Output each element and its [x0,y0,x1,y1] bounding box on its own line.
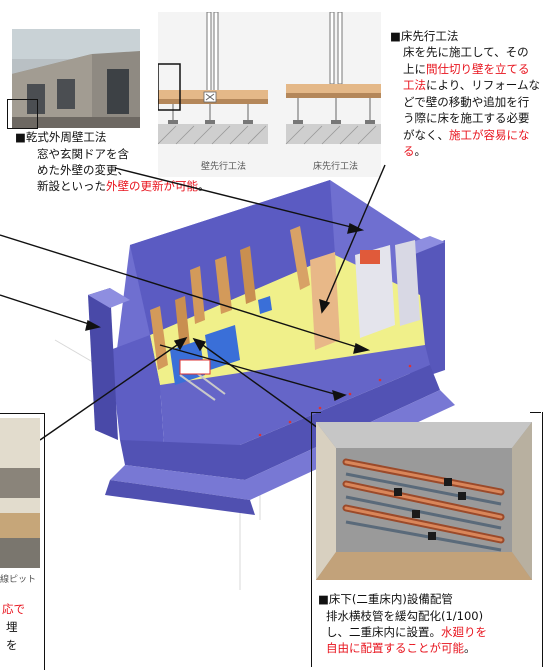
floor-first-highlight: る [403,144,415,158]
floor-first-highlight: 間仕切り壁を立てる [426,61,530,76]
photo-highlight-frame [7,99,38,129]
building-model-illustration [0,160,556,590]
floor-first-line: どで壁の移動や追加を行 [403,94,530,109]
underfloor-line: 自由に配置することが可能。 [326,640,487,656]
floor-first-text: 上に [403,61,426,76]
dry-wall-description: 窓や玄関ドアを含 めた外壁の変更、 新設といった外壁の更新が可能。 [37,146,210,194]
underfloor-callout-frame [311,412,543,667]
building-photo [12,29,140,128]
underfloor-highlight: 水廻りを [441,625,487,639]
dry-wall-title: ■乾式外周壁工法 [15,130,107,144]
left-panel-text: を [6,638,18,652]
floor-first-line: 上に間仕切り壁を立てる [403,61,540,78]
floor-first-line: る。 [403,143,540,160]
left-callout-frame [0,413,45,670]
underfloor-callout-top-left [311,412,321,413]
floor-first-line: がなく、施工が容易にな [403,127,540,144]
underfloor-line: 排水横枝管を緩勾配化(1/100) [326,609,484,623]
floor-first-line: う際に床を施工する必要 [403,111,530,125]
left-photo-caption: 線ピット [0,575,37,585]
left-panel-text: 埋 [6,620,18,634]
underfloor-text: し、二重床内に設置。 [326,625,441,639]
underfloor-pipes-photo [316,422,532,580]
floor-first-title: ■床先行工法 [390,29,459,43]
floor-first-section [285,11,381,145]
left-panel-red-text: 応で [2,602,25,616]
dry-wall-text: 。 [198,179,210,193]
floor-first-line: 床を先に施工して、その [403,45,529,59]
floor-first-description: 床を先に施工して、その 上に間仕切り壁を立てる 工法により、リフォームな どで壁… [403,44,540,160]
underfloor-highlight: 自由に配置することが可能 [326,641,464,655]
floor-first-text: により、リフォームな [426,78,540,92]
floor-first-text: がなく、 [403,127,449,142]
wall-first-section [157,11,268,145]
floor-first-text: 。 [414,144,427,158]
underfloor-callout-top-right [530,412,541,413]
underfloor-text: 。 [464,641,476,655]
method-comparison-diagram: 壁先行工法 床先行工法 [157,11,381,177]
underfloor-line: し、二重床内に設置。水廻りを [326,624,487,640]
floor-first-highlight: 工法 [403,78,426,92]
underfloor-title: ■床下(二重床内)設備配管 [318,592,453,606]
underfloor-description: 排水横枝管を緩勾配化(1/100) し、二重床内に設置。水廻りを 自由に配置する… [326,608,487,656]
wall-first-caption: 壁先行工法 [201,162,247,172]
floor-first-highlight: 施工が容易にな [449,127,530,142]
left-cropped-photo [0,418,40,568]
dry-wall-line: 窓や玄関ドアを含 [37,147,129,161]
dry-wall-text: 新設といった [37,179,106,193]
floor-first-line: 工法により、リフォームな [403,77,540,94]
floor-first-caption: 床先行工法 [313,162,359,172]
dry-wall-line: めた外壁の変更、 [37,163,129,177]
